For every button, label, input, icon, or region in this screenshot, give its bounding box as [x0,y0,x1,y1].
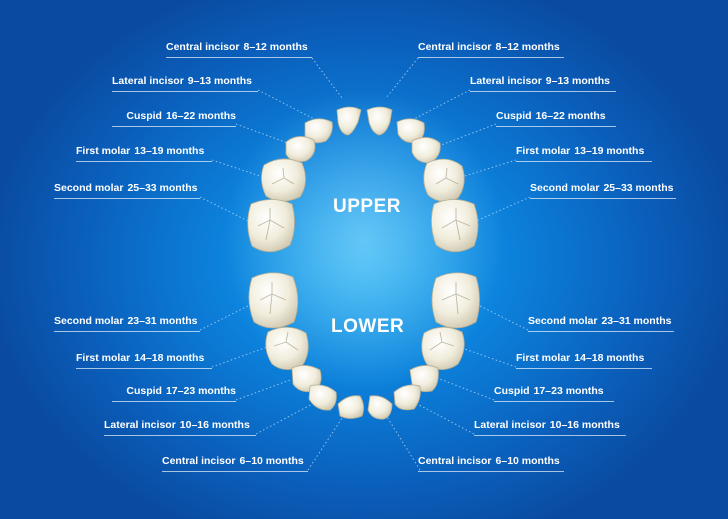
tooth-name: First molar [516,352,571,364]
lower-central-incisor-left [337,395,364,419]
eruption-age: 8–12 months [495,41,560,53]
tooth-name: Lateral incisor [470,75,542,87]
tooth-name: Second molar [530,182,600,194]
lower-first-molar-right [421,326,465,370]
eruption-age: 13–19 months [574,145,645,157]
tooth-name: Second molar [528,315,598,327]
eruption-age: 23–31 months [601,315,672,327]
lower-title: LOWER [331,316,405,337]
eruption-age: 16–22 months [535,110,606,122]
eruption-age: 17–23 months [165,385,236,397]
upper-first-molar-right [423,158,465,202]
tooth-name: First molar [516,145,571,157]
tooth-name: Lateral incisor [112,75,184,87]
tooth-name: Cuspid [494,385,530,397]
eruption-age: 10–16 months [179,419,250,431]
lower-teeth [248,272,480,420]
molar-grooves [257,167,471,351]
eruption-age: 10–16 months [549,419,620,431]
tooth-name: Central incisor [166,41,240,53]
lower-central-incisor-right [367,395,393,420]
tooth-name: Cuspid [126,110,162,122]
upper-first-molar-left [261,158,306,202]
eruption-age: 25–33 months [127,182,198,194]
eruption-age: 6–10 months [239,455,304,467]
tooth-name: First molar [76,352,131,364]
lower-lateral-incisor-right [393,384,421,411]
tooth-name: Cuspid [126,385,162,397]
eruption-age: 25–33 months [603,182,674,194]
upper-lateral-incisor-right [396,118,425,144]
tooth-name: Lateral incisor [104,419,176,431]
tooth-name: Lateral incisor [474,419,546,431]
tooth-name: First molar [76,145,131,157]
lower-second-molar-left [248,272,299,329]
upper-second-molar-left [247,199,295,253]
eruption-age: 9–13 months [187,75,252,87]
eruption-age: 13–19 months [134,145,205,157]
eruption-age: 23–31 months [127,315,198,327]
eruption-age: 9–13 months [545,75,610,87]
lower-lateral-incisor-left [308,384,337,411]
eruption-age: 14–18 months [134,352,205,364]
lower-first-molar-left [265,326,309,370]
tooth-name: Central incisor [418,455,492,467]
upper-central-incisor-left [336,106,362,136]
upper-cuspid-right [411,137,441,164]
upper-teeth [247,106,479,253]
upper-title: UPPER [333,196,401,217]
tooth-name: Cuspid [496,110,532,122]
tooth-name: Central incisor [418,41,492,53]
tooth-name: Second molar [54,315,124,327]
upper-second-molar-right [431,199,479,253]
eruption-age: 14–18 months [574,352,645,364]
eruption-age: 17–23 months [533,385,604,397]
lower-second-molar-right [431,272,480,329]
eruption-age: 6–10 months [495,455,560,467]
tooth-name: Central incisor [162,455,236,467]
eruption-age: 8–12 months [243,41,308,53]
upper-central-incisor-right [366,106,393,136]
upper-cuspid-left [285,136,316,163]
eruption-age: 16–22 months [165,110,236,122]
tooth-name: Second molar [54,182,124,194]
